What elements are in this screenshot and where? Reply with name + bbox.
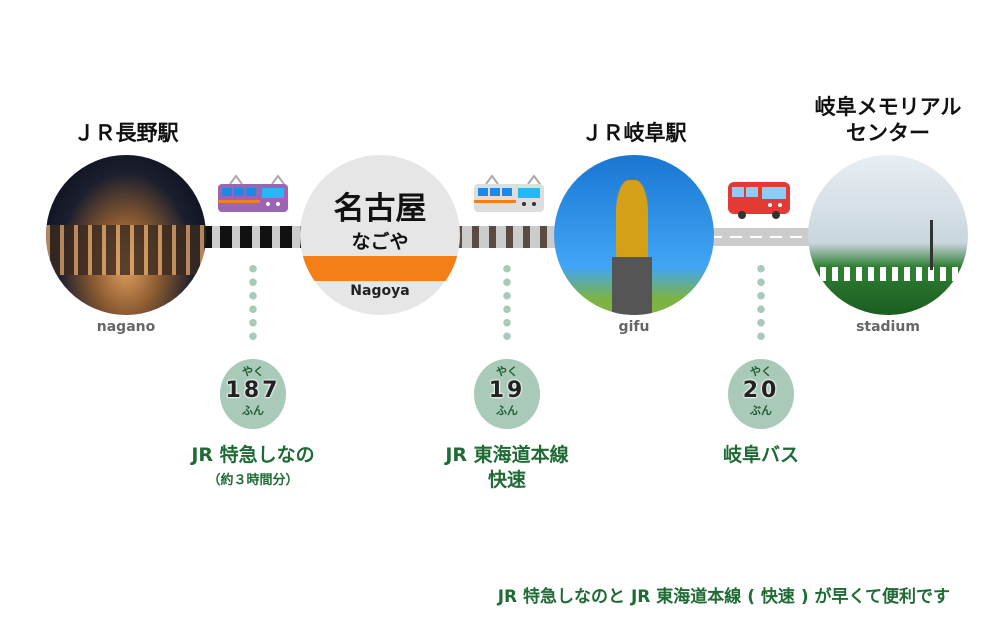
station-title-stadium: 岐阜メモリアル センター <box>798 94 978 146</box>
nagoya-station-sign: 名古屋 なごや Nagoya <box>300 155 460 315</box>
nagano-station-photo <box>46 155 206 315</box>
stadium-photo <box>808 155 968 315</box>
footer-note: JR 特急しなのと JR 東海道本線 ( 快速 ) が早くて便利です <box>497 587 950 607</box>
minutes-unit: ふん <box>496 404 518 417</box>
mode-name: JR 東海道本線 <box>445 444 569 466</box>
dotted-connector <box>757 262 765 344</box>
nagoya-kanji: 名古屋 <box>333 191 427 227</box>
mode-name-line2: 快速 <box>487 469 526 491</box>
time-badge-3: やく 20 ぶん <box>728 359 794 429</box>
time-badge-2: やく 19 ふん <box>474 359 540 429</box>
purple-train-icon <box>218 174 288 212</box>
dotted-connector <box>503 262 511 344</box>
stadium-title-line1: 岐阜メモリアル <box>814 95 962 119</box>
approx-label: やく <box>242 365 264 378</box>
station-title-nagano: ＪＲ長野駅 <box>73 121 179 145</box>
red-bus-icon <box>728 182 790 219</box>
caption-gifu: gifu <box>618 319 650 335</box>
rail-track-brown <box>455 226 560 248</box>
transport-mode-3: 岐阜バス <box>661 443 861 468</box>
mode-name: 岐阜バス <box>722 444 799 466</box>
caption-stadium: stadium <box>856 319 920 335</box>
road <box>710 228 810 246</box>
mode-note: （約３時間分） <box>207 473 299 488</box>
nagoya-roman: Nagoya <box>350 283 410 299</box>
mode-name: JR 特急しなの <box>191 444 315 466</box>
minutes-value: 19 <box>488 378 526 403</box>
station-title-gifu: ＪＲ岐阜駅 <box>581 121 687 145</box>
approx-label: やく <box>496 365 518 378</box>
time-badge-1: やく 187 ふん <box>220 359 286 429</box>
minutes-unit: ぶん <box>750 404 772 417</box>
minutes-value: 20 <box>742 378 780 403</box>
transport-mode-2: JR 東海道本線 快速 <box>407 443 607 493</box>
silver-train-icon <box>474 174 544 212</box>
orange-line-band <box>300 256 460 281</box>
dotted-connector <box>249 262 257 344</box>
stadium-title-line2: センター <box>846 121 930 145</box>
rail-track-black <box>200 226 305 248</box>
approx-label: やく <box>750 365 772 378</box>
gifu-statue-photo <box>554 155 714 315</box>
nagoya-kana: なごや <box>351 231 409 253</box>
transport-mode-1: JR 特急しなの （約３時間分） <box>153 443 353 493</box>
caption-nagano: nagano <box>96 319 156 335</box>
minutes-value: 187 <box>225 378 281 403</box>
minutes-unit: ふん <box>242 404 264 417</box>
